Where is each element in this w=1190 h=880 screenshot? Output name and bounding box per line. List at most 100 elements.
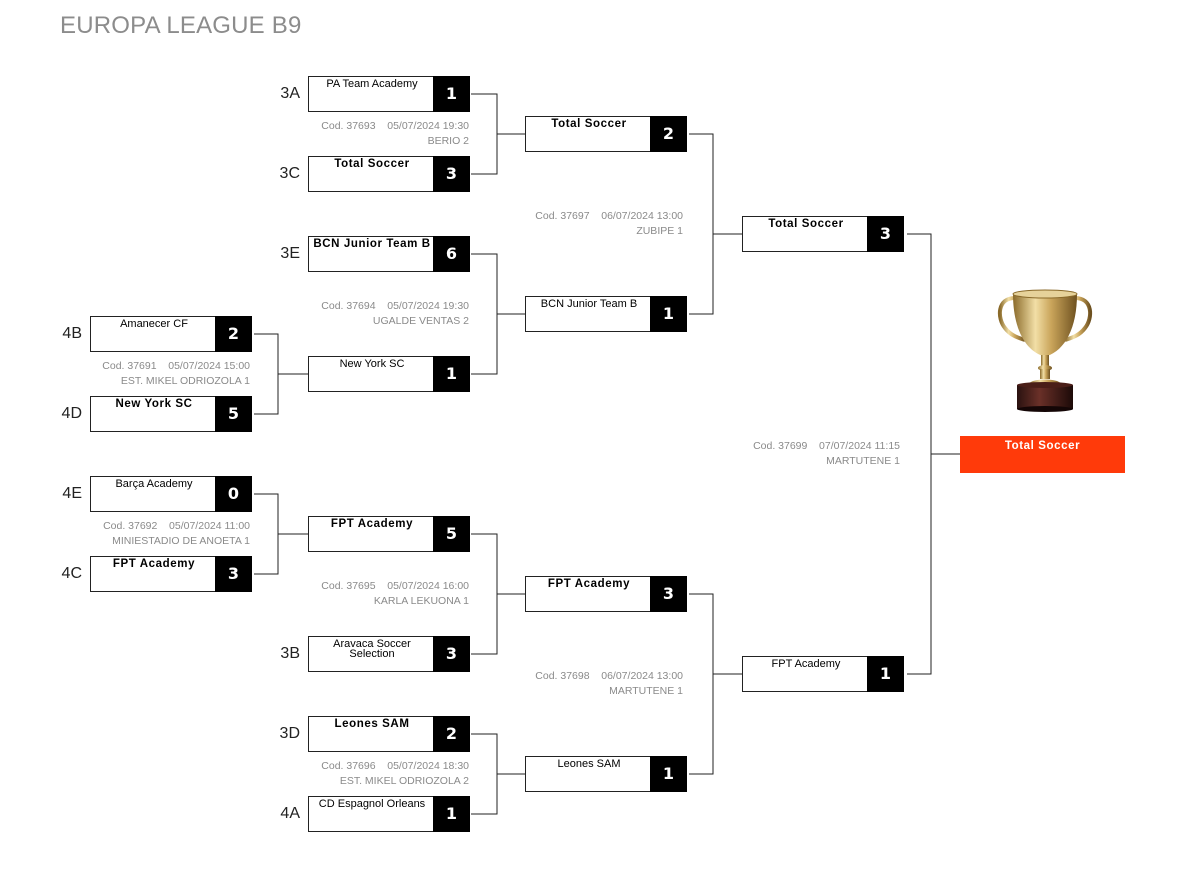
match-info: Cod. 37691 05/07/2024 15:00 EST. MIKEL O… bbox=[50, 359, 250, 389]
seed-label: 4A bbox=[280, 805, 300, 822]
match-code: Cod. 37697 bbox=[535, 210, 590, 222]
team-name: Leones SAM bbox=[334, 718, 410, 730]
match-venue: KARLA LEKUONA 1 bbox=[373, 595, 469, 607]
match-datetime: 06/07/2024 13:00 bbox=[601, 670, 683, 682]
team-name: Leones SAM bbox=[557, 758, 621, 770]
team-score: 2 bbox=[650, 116, 687, 152]
seed-label: 3E bbox=[280, 245, 300, 262]
match-venue: BERIO 2 bbox=[427, 135, 469, 147]
match-venue: EST. MIKEL ODRIOZOLA 2 bbox=[339, 775, 469, 787]
team-score: 5 bbox=[215, 396, 252, 432]
team-score: 1 bbox=[433, 76, 470, 112]
team-name: FPT Academy bbox=[330, 518, 414, 530]
team-box[interactable]: New York SC 5 bbox=[90, 396, 252, 432]
seed-label: 4D bbox=[61, 405, 82, 422]
team-name: FPT Academy bbox=[771, 658, 841, 670]
team-score: 1 bbox=[650, 296, 687, 332]
team-name: Amanecer CF bbox=[120, 318, 188, 330]
match-venue: MARTUTENE 1 bbox=[609, 685, 683, 697]
team-box[interactable]: Barça Academy 0 bbox=[90, 476, 252, 512]
team-box[interactable]: PA Team Academy 1 bbox=[308, 76, 470, 112]
match-info: Cod. 37694 05/07/2024 19:30 UGALDE VENTA… bbox=[269, 299, 469, 329]
seed-label: 3C bbox=[279, 165, 300, 182]
team-box[interactable]: Amanecer CF 2 bbox=[90, 316, 252, 352]
team-name: CD Espagnol Orleans bbox=[318, 798, 426, 810]
match-info: Cod. 37692 05/07/2024 11:00 MINIESTADIO … bbox=[50, 519, 250, 549]
team-box[interactable]: Total Soccer 2 bbox=[525, 116, 687, 152]
match-code: Cod. 37696 bbox=[321, 760, 376, 772]
team-box[interactable]: CD Espagnol Orleans 1 bbox=[308, 796, 470, 832]
match-code: Cod. 37693 bbox=[321, 120, 376, 132]
team-name: Total Soccer bbox=[768, 218, 844, 230]
team-score: 6 bbox=[433, 236, 470, 272]
match-code: Cod. 37695 bbox=[321, 580, 376, 592]
team-box[interactable]: Aravaca Soccer Selection 3 bbox=[308, 636, 470, 672]
team-name: Total Soccer bbox=[334, 158, 410, 170]
champion-box[interactable]: Total Soccer bbox=[960, 436, 1125, 473]
team-score: 1 bbox=[867, 656, 904, 692]
trophy-icon bbox=[997, 289, 1093, 412]
team-box[interactable]: FPT Academy 1 bbox=[742, 656, 904, 692]
team-score: 0 bbox=[215, 476, 252, 512]
team-score: 5 bbox=[433, 516, 470, 552]
team-score: 2 bbox=[433, 716, 470, 752]
team-box[interactable]: FPT Academy 5 bbox=[308, 516, 470, 552]
team-score: 3 bbox=[867, 216, 904, 252]
match-info: Cod. 37699 07/07/2024 11:15 MARTUTENE 1 bbox=[700, 439, 900, 469]
team-name: Total Soccer bbox=[551, 118, 627, 130]
team-box[interactable]: BCN Junior Team B 1 bbox=[525, 296, 687, 332]
team-name: Barça Academy bbox=[115, 478, 193, 490]
team-box[interactable]: Leones SAM 1 bbox=[525, 756, 687, 792]
match-datetime: 06/07/2024 13:00 bbox=[601, 210, 683, 222]
team-score: 3 bbox=[433, 156, 470, 192]
match-venue: EST. MIKEL ODRIOZOLA 1 bbox=[120, 375, 250, 387]
page-title: EUROPA LEAGUE B9 bbox=[60, 12, 302, 39]
match-code: Cod. 37692 bbox=[103, 520, 158, 532]
match-info: Cod. 37697 06/07/2024 13:00 ZUBIPE 1 bbox=[483, 209, 683, 239]
seed-label: 4B bbox=[62, 325, 82, 342]
team-score: 1 bbox=[650, 756, 687, 792]
seed-label: 4C bbox=[61, 565, 82, 582]
match-venue: UGALDE VENTAS 2 bbox=[372, 315, 469, 327]
match-info: Cod. 37693 05/07/2024 19:30 BERIO 2 bbox=[269, 119, 469, 149]
team-name: FPT Academy bbox=[112, 558, 196, 570]
match-datetime: 05/07/2024 18:30 bbox=[387, 760, 469, 772]
team-name: New York SC bbox=[339, 358, 405, 370]
match-venue: MARTUTENE 1 bbox=[826, 455, 900, 467]
team-score: 1 bbox=[433, 356, 470, 392]
match-datetime: 05/07/2024 19:30 bbox=[387, 120, 469, 132]
seed-label: 3B bbox=[280, 645, 300, 662]
team-score: 2 bbox=[215, 316, 252, 352]
match-venue: ZUBIPE 1 bbox=[636, 225, 683, 237]
team-box[interactable]: FPT Academy 3 bbox=[525, 576, 687, 612]
match-code: Cod. 37699 bbox=[753, 440, 808, 452]
match-datetime: 07/07/2024 11:15 bbox=[819, 440, 900, 452]
team-score: 3 bbox=[650, 576, 687, 612]
team-score: 3 bbox=[215, 556, 252, 592]
team-box[interactable]: BCN Junior Team B 6 bbox=[308, 236, 470, 272]
team-box[interactable]: Total Soccer 3 bbox=[308, 156, 470, 192]
team-box[interactable]: FPT Academy 3 bbox=[90, 556, 252, 592]
match-datetime: 05/07/2024 19:30 bbox=[387, 300, 469, 312]
team-score: 3 bbox=[433, 636, 470, 672]
match-code: Cod. 37698 bbox=[535, 670, 590, 682]
team-box[interactable]: Total Soccer 3 bbox=[742, 216, 904, 252]
team-box[interactable]: Leones SAM 2 bbox=[308, 716, 470, 752]
team-name: Aravaca Soccer Selection bbox=[333, 638, 411, 660]
champion-name: Total Soccer bbox=[1004, 440, 1081, 452]
match-info: Cod. 37696 05/07/2024 18:30 EST. MIKEL O… bbox=[269, 759, 469, 789]
match-info: Cod. 37695 05/07/2024 16:00 KARLA LEKUON… bbox=[269, 579, 469, 609]
match-venue: MINIESTADIO DE ANOETA 1 bbox=[112, 535, 250, 547]
seed-label: 3D bbox=[279, 725, 300, 742]
team-name: PA Team Academy bbox=[326, 78, 418, 90]
team-name: BCN Junior Team B bbox=[540, 298, 638, 310]
team-name: BCN Junior Team B bbox=[313, 238, 431, 250]
match-datetime: 05/07/2024 16:00 bbox=[387, 580, 469, 592]
match-code: Cod. 37694 bbox=[321, 300, 376, 312]
match-datetime: 05/07/2024 15:00 bbox=[168, 360, 250, 372]
seed-label: 4E bbox=[62, 485, 82, 502]
seed-label: 3A bbox=[280, 85, 300, 102]
team-name: New York SC bbox=[115, 398, 193, 410]
team-box[interactable]: New York SC 1 bbox=[308, 356, 470, 392]
